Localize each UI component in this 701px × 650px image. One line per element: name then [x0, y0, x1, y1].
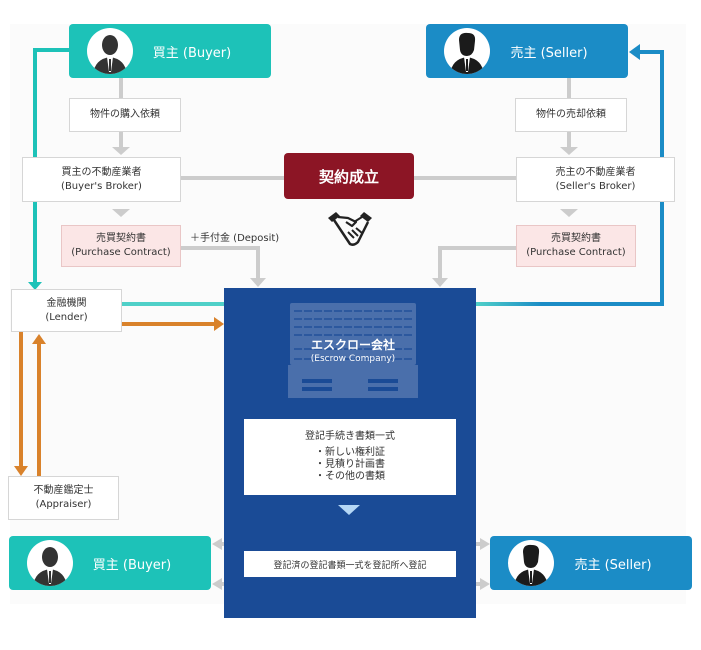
arrow-down-icon [112, 147, 130, 155]
top-seller-card: 売主 (Seller) [426, 24, 628, 78]
bottom-buyer-label: 買主 (Buyer) [92, 557, 172, 573]
handshake-icon [328, 212, 372, 246]
connector [119, 132, 123, 148]
appraiser-box: 不動産鑑定士 (Appraiser) [8, 476, 119, 520]
escrow-title-ja: エスクロー会社 [310, 338, 395, 352]
seller-contract-line [438, 246, 516, 278]
person-icon [87, 28, 133, 74]
top-buyer-label: 買主 (Buyer) [152, 45, 232, 61]
buyer-request-box: 物件の購入依頼 [69, 98, 181, 132]
docs-title: 登記手続き書類一式 [305, 431, 395, 442]
registration-top-right-arrowhead [480, 538, 490, 550]
connector [567, 132, 571, 148]
appraiser-ja: 不動産鑑定士 [33, 485, 94, 496]
deposit-label: ＋手付金 (Deposit) [190, 233, 280, 244]
docs-item: ・新しい権利証 [315, 447, 385, 458]
person-icon [508, 540, 554, 586]
buyer-contract-en: (Purchase Contract) [71, 247, 171, 258]
bottom-buyer-card: 買主 (Buyer) [9, 536, 211, 590]
lender-box: 金融機関 (Lender) [11, 289, 122, 332]
seller-broker-ja: 売主の不動産業者 [555, 166, 636, 178]
buyer-broker-box: 買主の不動産業者 (Buyer's Broker) [22, 157, 181, 202]
buyer-contract-box: 売買契約書 (Purchase Contract) [61, 225, 181, 267]
appraiser-en: (Appraiser) [35, 499, 92, 510]
registration-text: 登記済の登記書類一式を登記所へ登記 [273, 560, 427, 571]
escrow-title-en: (Escrow Company) [310, 354, 396, 364]
lender-payment-arrowhead [214, 317, 224, 331]
arrow-down-icon [112, 209, 130, 217]
lender-en: (Lender) [45, 311, 88, 323]
connector [119, 78, 123, 98]
seller-broker-en: (Seller's Broker) [555, 180, 636, 192]
bottom-seller-card: 売主 (Seller) [490, 536, 692, 590]
buyer-broker-en: (Buyer's Broker) [61, 180, 142, 192]
deposit-line [181, 246, 260, 278]
person-icon [444, 28, 490, 74]
seller-contract-arrowhead [432, 278, 448, 287]
buyer-contract-ja: 売買契約書 [96, 233, 146, 244]
buyer-request-text: 物件の購入依頼 [90, 109, 160, 120]
buyer-to-lender-arrowhead [28, 282, 42, 290]
seller-contract-en: (Purchase Contract) [526, 247, 626, 258]
registration-documents-box: 登記手続き書類一式 ・新しい権利証 ・見積り計画書 ・その他の書類 [244, 419, 456, 495]
lender-ja: 金融機関 [46, 297, 87, 309]
bottom-seller-label: 売主 (Seller) [574, 557, 652, 573]
arrow-down-icon [338, 505, 360, 515]
top-buyer-card: 買主 (Buyer) [69, 24, 271, 78]
building-icon [288, 303, 418, 398]
lender-to-appraiser-arrowhead [14, 466, 28, 476]
registration-box: 登記済の登記書類一式を登記所へ登記 [244, 551, 456, 577]
registration-bottom-left-arrowhead [212, 578, 222, 590]
seller-broker-box: 売主の不動産業者 (Seller's Broker) [516, 157, 675, 202]
connector [567, 78, 571, 98]
contract-established-text: 契約成立 [318, 167, 379, 186]
seller-contract-box: 売買契約書 (Purchase Contract) [516, 225, 636, 267]
registration-bottom-right-arrowhead [480, 578, 490, 590]
appraiser-to-lender-arrowhead [32, 334, 46, 344]
registration-top-left-arrowhead [212, 538, 222, 550]
contract-established-badge: 契約成立 [284, 153, 414, 199]
arrow-down-icon [560, 147, 578, 155]
seller-request-text: 物件の売却依頼 [536, 109, 606, 120]
escrow-to-seller-arrowhead [629, 44, 640, 60]
arrow-down-icon [560, 209, 578, 217]
docs-item: ・その他の書類 [315, 471, 385, 482]
seller-request-box: 物件の売却依頼 [515, 98, 627, 132]
buyer-broker-ja: 買主の不動産業者 [61, 166, 142, 178]
person-icon [27, 540, 73, 586]
top-seller-label: 売主 (Seller) [510, 45, 588, 61]
deposit-arrowhead [250, 278, 266, 287]
buyer-to-lender-line [33, 48, 70, 282]
docs-item: ・見積り計画書 [315, 459, 385, 470]
seller-contract-ja: 売買契約書 [551, 233, 601, 244]
